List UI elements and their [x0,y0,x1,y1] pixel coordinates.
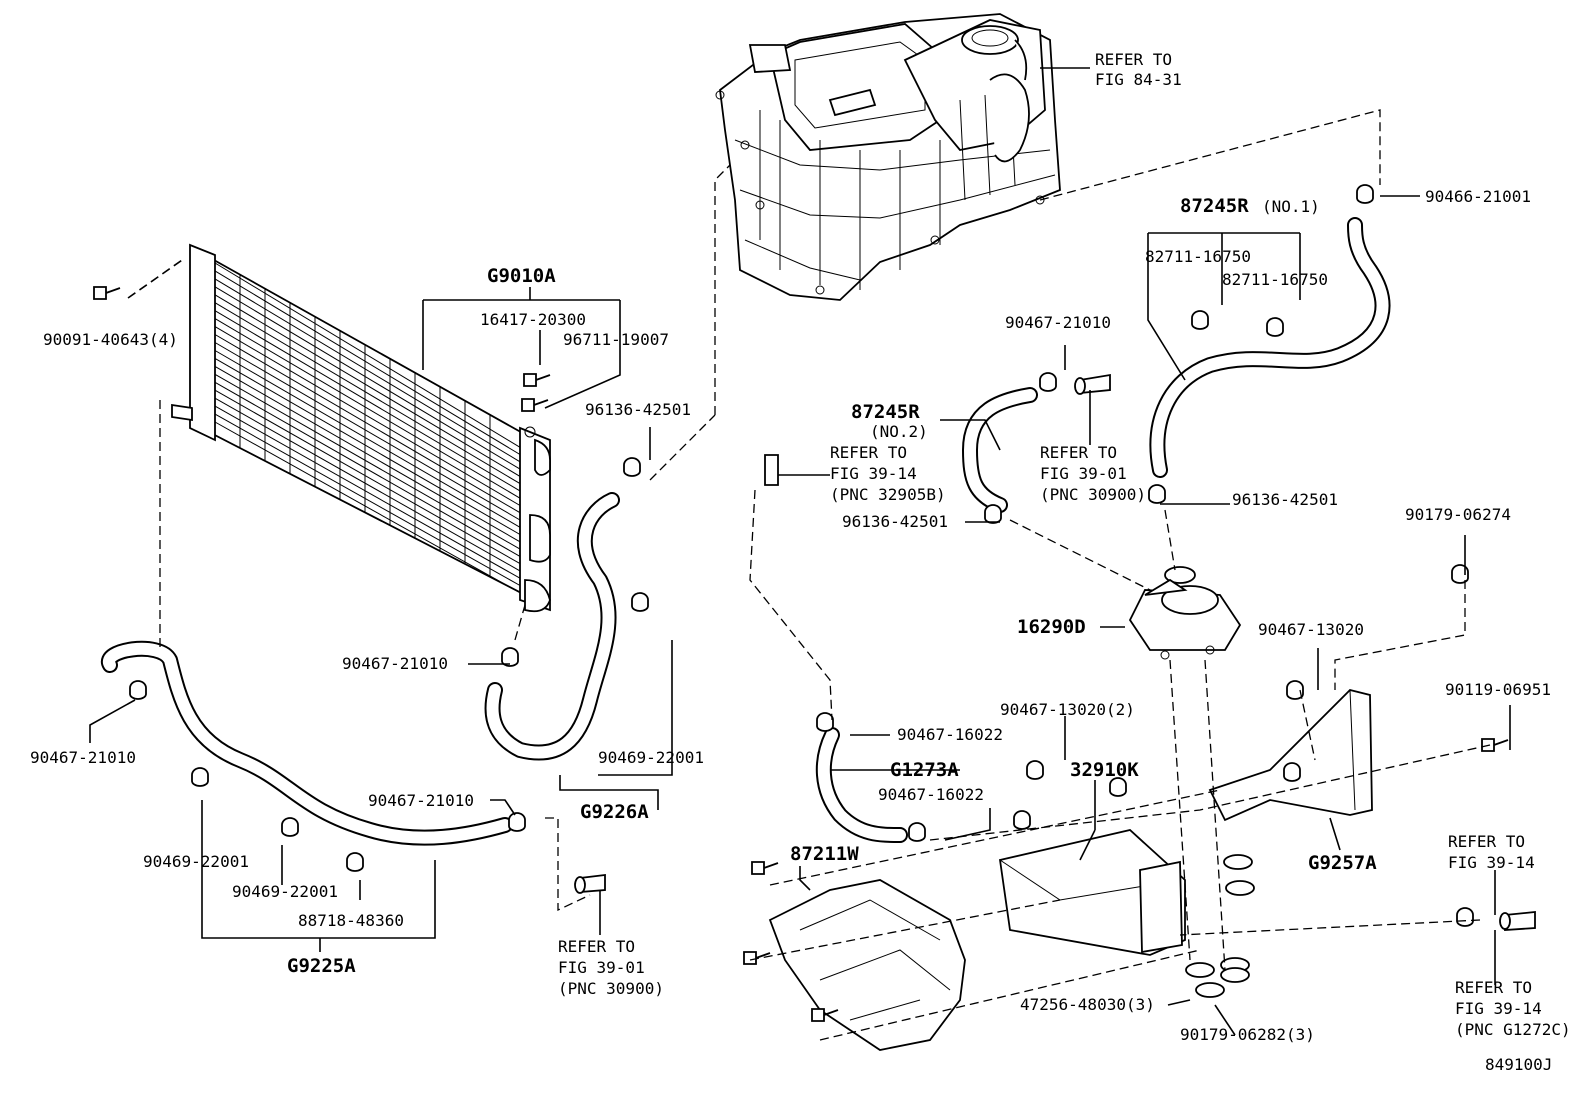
label-90091-40643: 90091-40643(4) [43,330,178,349]
label-g1273a: G1273A [890,759,959,781]
labels: REFER TO FIG 84-31 90466-21001 87245R (N… [30,50,1571,1074]
clamp-icon [1283,762,1301,782]
clamp-icon [908,822,926,842]
label-96711-19007: 96711-19007 [563,330,669,349]
label-16417-20300: 16417-20300 [480,310,586,329]
label-90469-22001-a: 90469-22001 [598,748,704,767]
bolt-icon [751,861,779,875]
grommet-icon [1223,854,1253,870]
label-47256-48030: 47256-48030(3) [1020,995,1155,1014]
label-no2: (NO.2) [870,422,928,441]
label-90467-21010-a: 90467-21010 [1005,313,1111,332]
clamp-icon [1013,810,1031,830]
bolt-icon [743,951,771,965]
label-90469-22001-b: 90469-22001 [143,852,249,871]
converter [998,829,1186,956]
label-90179-06282: 90179-06282(3) [1180,1025,1315,1044]
refer-39-14-b: REFER TO FIG 39-14 [1448,832,1535,872]
refer-39-01-b: REFER TO FIG 39-01 (PNC 30900) [558,937,664,998]
refer-84-31: REFER TO FIG 84-31 [1095,50,1182,89]
clamp-icon [129,680,147,700]
clamp-icon [1456,907,1474,927]
label-90469-22001-c: 90469-22001 [232,882,338,901]
bolt-icon [521,398,549,412]
label-g9226a: G9226A [580,801,649,823]
clamp-icon [346,852,364,872]
inverter-assembly [715,13,1061,301]
dashed-lines [159,109,1491,1041]
bracket [1208,689,1373,822]
clamp-icon [1356,184,1374,204]
diagram-code: 849100J [1485,1055,1552,1074]
label-88718-48360: 88718-48360 [298,911,404,930]
label-82711-16750-a: 82711-16750 [1145,247,1251,266]
grommet-icon [1185,962,1215,978]
clamp-icon [281,817,299,837]
clamp-icon [984,504,1002,524]
clamp-icon [1026,760,1044,780]
refer-39-14-a: REFER TO FIG 39-14 (PNC 32905B) [830,443,946,504]
clamp-icon [1039,372,1057,392]
bolt-icon [523,373,551,387]
label-87245r-no2: 87245R [851,401,920,423]
label-82711-16750-b: 82711-16750 [1222,270,1328,289]
grommet-icon [1225,880,1255,896]
label-96136-42501-b: 96136-42501 [1232,490,1338,509]
label-90119-06951: 90119-06951 [1445,680,1551,699]
grommet-icon [1195,982,1225,998]
clamp-icon [191,767,209,787]
label-90467-21010-b: 90467-21010 [342,654,448,673]
leader-lines [89,67,1511,1036]
clamp-icon [816,712,834,732]
clamp-icon [631,592,649,612]
clamp-icon [508,812,526,832]
label-90467-13020: 90467-13020 [1258,620,1364,639]
label-g9010a: G9010A [487,265,556,287]
bolt-icon [1481,738,1509,752]
clamp-icon [1109,777,1127,797]
label-90467-16022-a: 90467-16022 [897,725,1003,744]
label-96136-42501-a: 96136-42501 [585,400,691,419]
clamp-icon [1451,564,1469,584]
pipe-stubs [574,373,1536,931]
label-no1: (NO.1) [1262,197,1320,216]
clamp-icon [1148,484,1166,504]
bolt-icon [811,1008,839,1022]
label-g9225a: G9225A [287,955,356,977]
water-pump [1128,566,1242,660]
label-90467-21010-c: 90467-21010 [30,748,136,767]
label-87245r-no1: 87245R [1180,195,1249,217]
cover [768,879,966,1051]
radiator [171,243,551,613]
label-90466-21001: 90466-21001 [1425,187,1531,206]
small-parts [93,184,1509,1022]
label-32910k: 32910K [1070,759,1139,781]
clamp-icon [1266,317,1284,337]
refer-39-01-a: REFER TO FIG 39-01 (PNC 30900) [1040,443,1146,504]
refer-39-14-c: REFER TO FIG 39-14 (PNC G1272C) [1455,978,1571,1039]
label-96136-42501-c: 96136-42501 [842,512,948,531]
clamp-icon [623,457,641,477]
label-90467-16022-b: 90467-16022 [878,785,984,804]
grommet-icon [1220,967,1250,983]
label-90467-13020-2: 90467-13020(2) [1000,700,1135,719]
hoses [100,217,1391,846]
label-16290d: 16290D [1017,616,1086,638]
clamp-icon [1286,680,1304,700]
label-90179-06274: 90179-06274 [1405,505,1511,524]
clamp-icon [1191,310,1209,330]
label-g9257a: G9257A [1308,852,1377,874]
label-87211w: 87211W [790,843,859,865]
label-90467-21010-d: 90467-21010 [368,791,474,810]
bolt-icon [93,286,121,300]
